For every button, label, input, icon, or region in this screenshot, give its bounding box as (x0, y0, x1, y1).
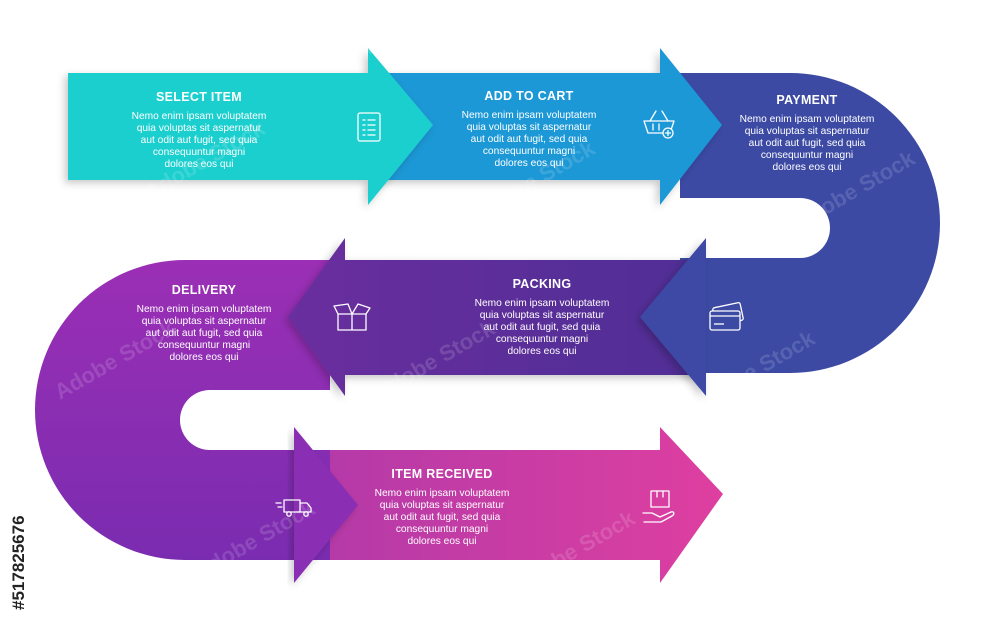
step-add-to-cart: ADD TO CART Nemo enim ipsam voluptatem q… (429, 89, 629, 170)
body-line: Nemo enim ipsam voluptatem (739, 114, 875, 125)
body-line: dolores eos qui (494, 158, 564, 169)
body-line: consequuntur magni (152, 147, 246, 158)
shopping-basket-icon (643, 110, 675, 139)
body-line: consequuntur magni (395, 524, 489, 535)
received-arrow (330, 427, 723, 583)
stock-id-label: #517825676 (9, 515, 28, 610)
body-line: aut odit aut fugit, sed quia (145, 328, 263, 339)
payment-arrowhead (640, 238, 706, 396)
body-line: dolores eos qui (164, 159, 234, 170)
svg-text:Adobe Stock: Adobe Stock (350, 0, 480, 64)
body-line: consequuntur magni (157, 340, 251, 351)
step-body: Nemo enim ipsam voluptatem quia voluptas… (429, 110, 629, 170)
svg-text:Adobe Stock: Adobe Stock (830, 505, 960, 594)
body-line: dolores eos qui (407, 536, 477, 547)
step-title: PACKING (512, 277, 572, 291)
svg-text:#517825676: #517825676 (9, 515, 28, 610)
step-item-received: ITEM RECEIVED Nemo enim ipsam voluptatem… (342, 467, 542, 548)
step-body: Nemo enim ipsam voluptatem quia voluptas… (104, 304, 304, 364)
body-line: Nemo enim ipsam voluptatem (461, 110, 597, 121)
body-line: Nemo enim ipsam voluptatem (374, 488, 510, 499)
body-line: aut odit aut fugit, sed quia (140, 135, 258, 146)
body-line: Nemo enim ipsam voluptatem (131, 111, 267, 122)
body-line: dolores eos qui (169, 352, 239, 363)
body-line: quia voluptas sit aspernatur (744, 126, 870, 137)
step-delivery: DELIVERY Nemo enim ipsam voluptatem quia… (104, 283, 304, 364)
body-line: dolores eos qui (507, 346, 577, 357)
body-line: aut odit aut fugit, sed quia (483, 322, 601, 333)
delivery-truck-icon (275, 499, 312, 517)
body-line: quia voluptas sit aspernatur (141, 316, 267, 327)
delivery-arrowhead (294, 427, 358, 583)
select-item-arrow (68, 48, 433, 205)
step-payment: PAYMENT Nemo enim ipsam voluptatem quia … (707, 93, 907, 174)
svg-text:Adobe Stock: Adobe Stock (670, 0, 800, 54)
step-body: Nemo enim ipsam voluptatem quia voluptas… (99, 111, 299, 171)
add-to-cart-arrow (380, 48, 722, 205)
body-line: quia voluptas sit aspernatur (136, 123, 262, 134)
body-line: consequuntur magni (482, 146, 576, 157)
body-line: aut odit aut fugit, sed quia (383, 512, 501, 523)
list-document-icon (357, 112, 381, 142)
credit-card-icon (709, 302, 744, 331)
step-title: SELECT ITEM (156, 90, 242, 104)
step-select-item: SELECT ITEM Nemo enim ipsam voluptatem q… (99, 90, 299, 171)
body-line: consequuntur magni (760, 150, 854, 161)
delivery-band (35, 260, 330, 560)
payment-band (680, 73, 940, 373)
step-title: ADD TO CART (484, 89, 574, 103)
body-line: Nemo enim ipsam voluptatem (136, 304, 272, 315)
step-body: Nemo enim ipsam voluptatem quia voluptas… (442, 298, 642, 358)
open-box-icon (333, 303, 371, 331)
body-line: Nemo enim ipsam voluptatem (474, 298, 610, 309)
svg-text:Adobe Stock: Adobe Stock (30, 0, 160, 44)
step-packing: PACKING Nemo enim ipsam voluptatem quia … (442, 277, 642, 358)
step-body: Nemo enim ipsam voluptatem quia voluptas… (342, 488, 542, 548)
package-in-hand-icon (642, 490, 675, 523)
step-body: Nemo enim ipsam voluptatem quia voluptas… (707, 114, 907, 174)
step-title: ITEM RECEIVED (391, 467, 493, 481)
body-line: quia voluptas sit aspernatur (466, 122, 592, 133)
step-title: PAYMENT (776, 93, 838, 107)
body-line: quia voluptas sit aspernatur (379, 500, 505, 511)
body-line: dolores eos qui (772, 162, 842, 173)
body-line: aut odit aut fugit, sed quia (470, 134, 588, 145)
body-line: consequuntur magni (495, 334, 589, 345)
body-line: aut odit aut fugit, sed quia (748, 138, 866, 149)
packing-arrow (288, 238, 700, 396)
body-line: quia voluptas sit aspernatur (479, 310, 605, 321)
step-title: DELIVERY (171, 283, 237, 297)
